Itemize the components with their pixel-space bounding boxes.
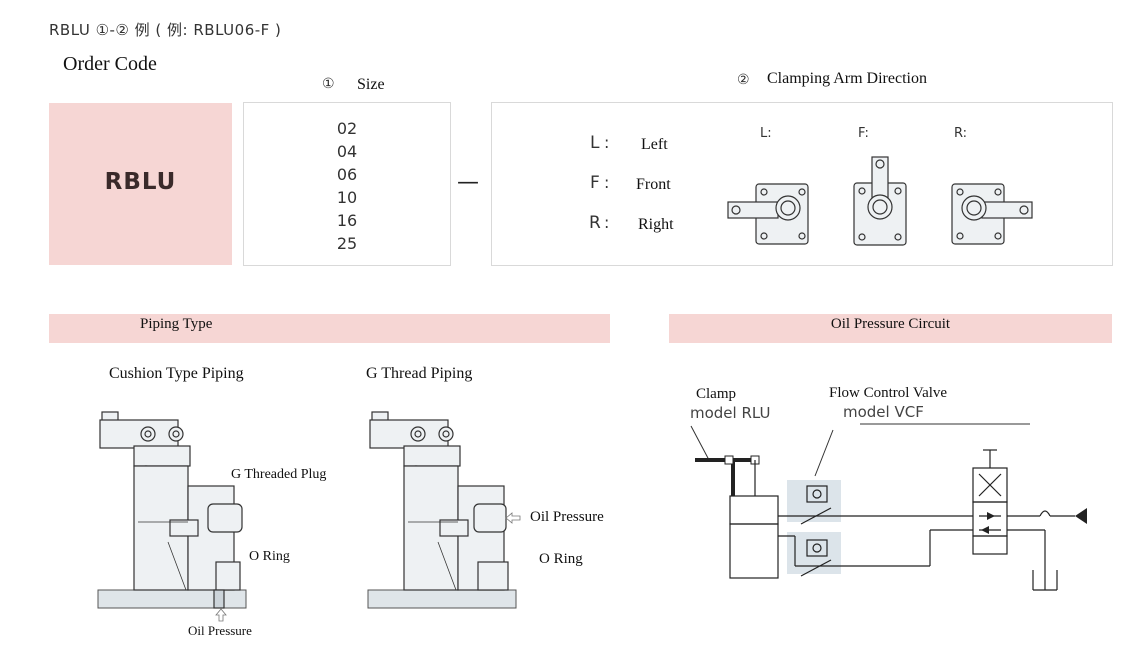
direction-name-front: Front xyxy=(636,176,671,193)
direction-code-front: F xyxy=(590,173,600,193)
direction-title: Clamping Arm Direction xyxy=(767,70,927,87)
order-code-formula: RBLU ①-② 例 ( 例: RBLU06-F ) xyxy=(49,21,282,39)
circuit-band: Oil Pressure Circuit xyxy=(669,314,1112,343)
direction-marker: ② xyxy=(737,73,750,88)
size-marker: ① xyxy=(322,77,335,92)
direction-colon: : xyxy=(604,213,610,232)
clamp-right-figure xyxy=(951,183,1033,245)
cushion-piping-figure xyxy=(97,411,247,609)
order-code-title: Order Code xyxy=(63,53,157,75)
model-label: RBLU xyxy=(104,169,177,195)
piping-type-band: Piping Type xyxy=(49,314,610,343)
direction-colon: : xyxy=(604,173,610,192)
size-box: 02 04 06 10 16 25 xyxy=(243,102,451,266)
direction-name-right: Right xyxy=(638,216,674,233)
cushion-plug-label: G Threaded Plug xyxy=(231,467,327,482)
clamp-model-label: model RLU xyxy=(690,404,771,422)
direction-name-left: Left xyxy=(641,136,668,153)
clamp-left-figure xyxy=(727,183,809,245)
cushion-oil-label: Oil Pressure xyxy=(188,623,252,638)
size-value: 10 xyxy=(336,188,358,207)
circuit-title: Oil Pressure Circuit xyxy=(830,316,951,332)
size-value: 16 xyxy=(336,211,358,230)
size-value: 06 xyxy=(336,165,358,184)
size-value: 02 xyxy=(336,119,358,138)
clamp-label: Clamp xyxy=(696,386,736,402)
arrow-left-icon xyxy=(505,512,521,524)
figure-label-left: L: xyxy=(760,126,772,141)
gthread-oring-label: O Ring xyxy=(539,551,583,567)
direction-code-left: L xyxy=(590,133,600,153)
model-box: RBLU xyxy=(49,103,232,265)
figure-label-right: R: xyxy=(954,126,968,141)
direction-code-right: R xyxy=(589,213,601,233)
valve-model-label: model VCF xyxy=(843,403,924,421)
valve-label: Flow Control Valve xyxy=(829,385,948,401)
arrow-up-icon xyxy=(215,608,227,622)
size-value: 04 xyxy=(336,142,358,161)
cushion-piping-title: Cushion Type Piping xyxy=(109,365,244,382)
piping-type-title: Piping Type xyxy=(140,316,213,332)
figure-label-front: F: xyxy=(858,126,869,141)
oil-circuit-diagram xyxy=(690,423,1087,591)
gthread-oil-label: Oil Pressure xyxy=(530,509,604,525)
separator-dash: — xyxy=(457,170,479,195)
size-title: Size xyxy=(357,76,385,93)
gthread-piping-figure xyxy=(367,411,517,609)
direction-colon: : xyxy=(604,133,610,152)
clamp-front-figure xyxy=(853,156,907,246)
size-value: 25 xyxy=(336,234,358,253)
gthread-piping-title: G Thread Piping xyxy=(366,365,473,382)
cushion-oring-label: O Ring xyxy=(249,549,290,564)
